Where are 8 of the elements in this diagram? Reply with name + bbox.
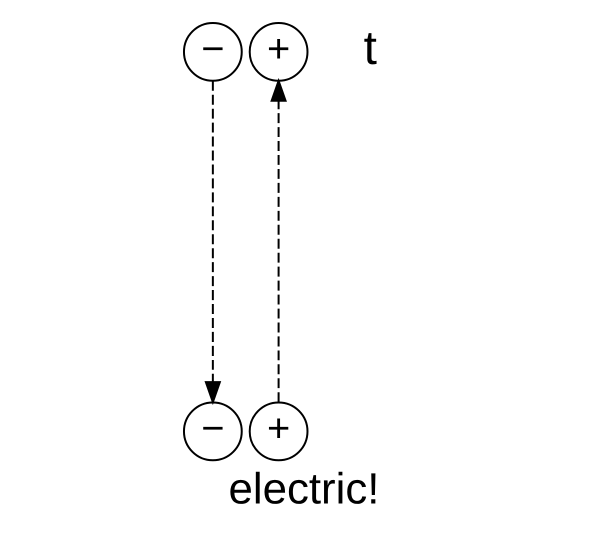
node-circle: + xyxy=(248,22,308,82)
node-circle: + xyxy=(248,401,308,462)
caption: electric! xyxy=(228,464,379,514)
arrow xyxy=(204,80,221,406)
node-circle: − xyxy=(182,401,242,462)
label: t xyxy=(363,22,376,76)
node-circle: − xyxy=(182,22,242,82)
arrow xyxy=(270,78,286,402)
